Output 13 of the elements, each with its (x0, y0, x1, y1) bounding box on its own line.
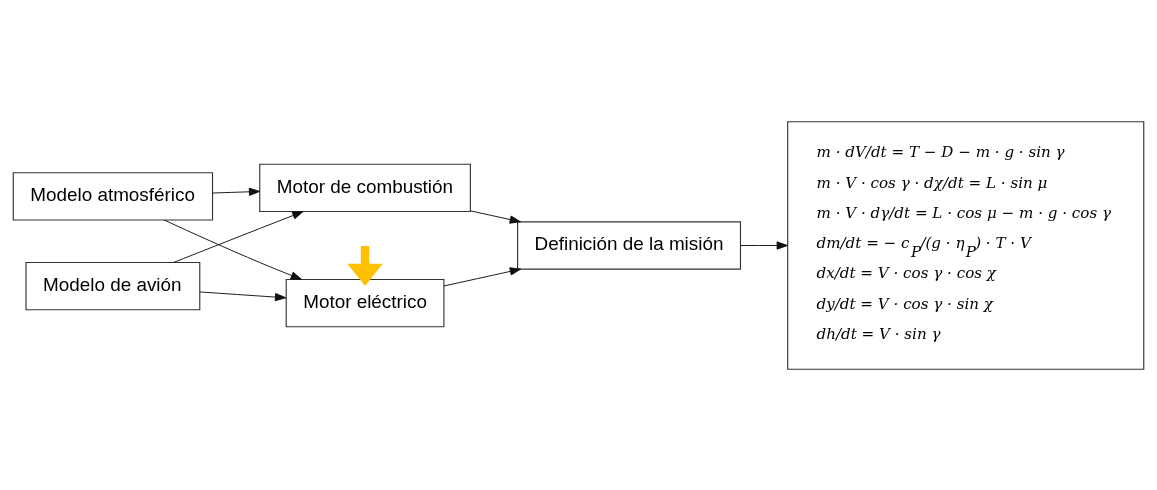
arrow (740, 240, 788, 250)
arrow (347, 245, 383, 286)
node-box: Definición de la misión (517, 220, 742, 270)
arrow (443, 266, 522, 286)
node-box: Modelo de avión (25, 261, 201, 310)
node-box: Modelo atmosférico (12, 171, 214, 221)
node-box: Motor eléctrico (285, 278, 445, 327)
arrow (173, 210, 304, 263)
arrow (212, 187, 261, 196)
arrow (470, 209, 521, 224)
arrow (163, 219, 302, 280)
arrow (199, 291, 287, 301)
node-box: Motor de combustión (259, 163, 471, 212)
